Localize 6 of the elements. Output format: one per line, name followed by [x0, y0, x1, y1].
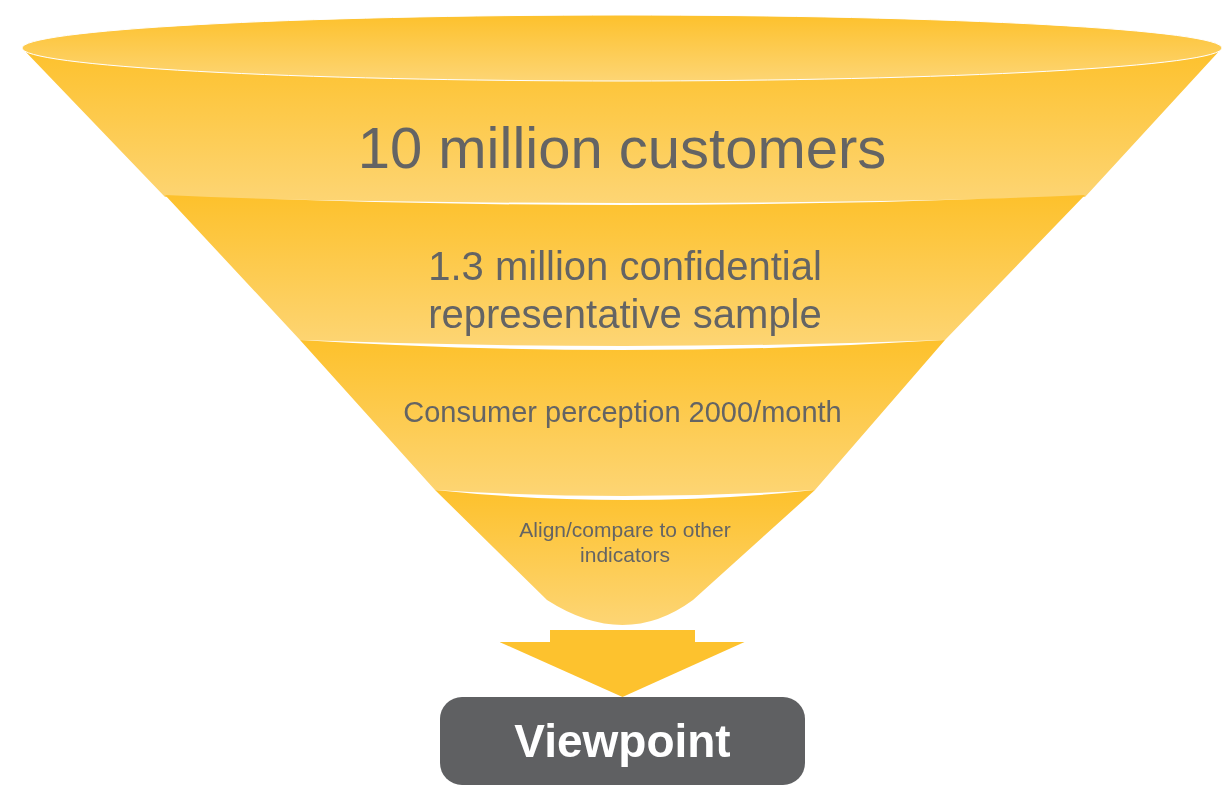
stage-label: Align/compare to other indicators: [518, 517, 732, 568]
result-box: Viewpoint: [440, 697, 805, 785]
arrow: [499, 630, 745, 697]
stage-label: 10 million customers: [356, 114, 888, 182]
stage-label: Consumer perception 2000/month: [402, 395, 843, 430]
stage-label: 1.3 million confidential representative sample: [427, 243, 823, 338]
